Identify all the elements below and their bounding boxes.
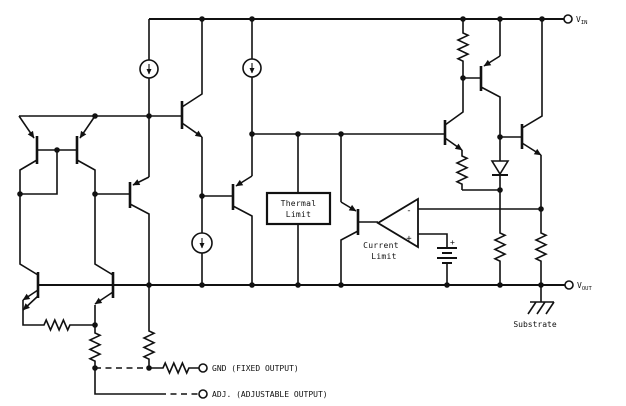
vout-label: VOUT [577,281,592,292]
diode [490,160,510,176]
pnp-emitter-arrow [340,201,357,212]
npn-emitter-arrow [22,295,39,311]
pnp-emitter-arrow [18,115,35,139]
battery-reference: + [437,238,457,264]
current-limit-label-line1: Current [363,241,399,250]
substrate-label: Substrate [513,320,557,329]
vin-label: VIN [576,15,587,26]
current-limit-label-line2: Limit [371,252,397,261]
opamp-inverting-input-sign: - [406,206,411,216]
opamp-noninverting-input-sign: + [406,234,412,244]
battery-plus-sign: + [450,238,455,247]
battery-plates [437,247,457,264]
gnd-terminal-icon [198,363,208,373]
transistor-bars [35,66,524,298]
diode-anode-triangle [490,160,510,176]
transistor-emitters [18,55,542,311]
adj-terminal-icon [198,389,208,399]
vout-terminal-icon [564,280,574,290]
adj-pin-label: ADJ. (ADJUSTABLE OUTPUT) [212,390,328,399]
npn-emitter-arrow [444,137,463,151]
npn-emitter-arrow [181,122,203,138]
junction-dots [17,16,545,371]
pnp-emitter-arrow [235,175,253,187]
thermal-limit-label-line2: Limit [286,210,312,219]
npn-emitter-arrow [22,289,39,301]
substrate-ground-icon [527,301,555,315]
current-sources [139,58,262,254]
npn-emitter-arrow [94,291,114,305]
vin-terminal-icon [563,14,573,24]
terminals [198,14,574,399]
pnp-emitter-arrow [132,176,150,186]
opamp-triangle [376,197,419,249]
pin-dashed-wires [95,367,199,395]
substrate-ground: Substrate [513,301,557,329]
pnp-emitter-arrow [483,55,501,67]
terminal-labels: VIN VOUT GND (FIXED OUTPUT) ADJ. (ADJUST… [212,15,592,399]
circuit-wiring [19,19,543,395]
thermal-limit-label-line1: Thermal [281,199,317,208]
resistors [22,19,548,376]
npn-emitter-arrow [521,142,542,156]
pnp-emitter-arrow [79,115,96,139]
gnd-pin-label: GND (FIXED OUTPUT) [212,364,299,373]
thermal-limit-block: Thermal Limit [265,191,332,226]
current-limit-opamp: - + Current Limit [363,197,419,261]
thermal-limit-box [265,191,332,226]
